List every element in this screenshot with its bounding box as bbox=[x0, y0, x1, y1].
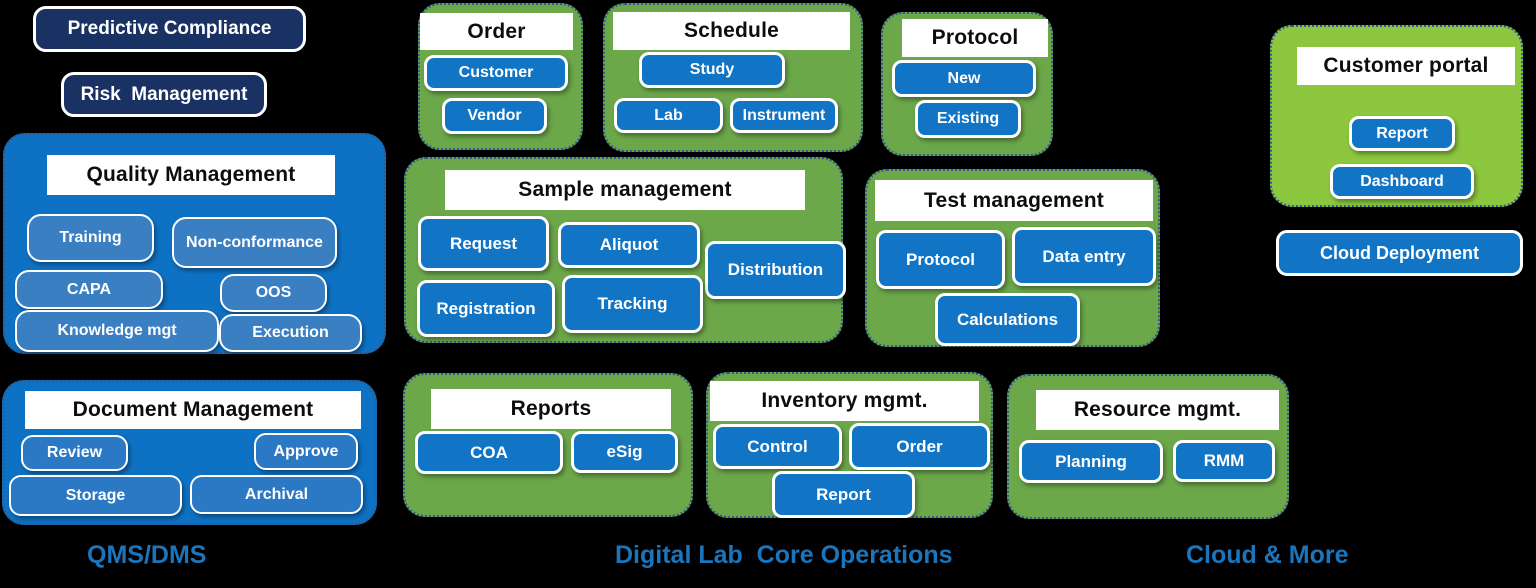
group-test-management: Test management Protocol Data entry Calc… bbox=[865, 169, 1160, 347]
group-customer-portal: Customer portal Report Dashboard bbox=[1270, 25, 1523, 207]
group-title: Test management bbox=[875, 180, 1153, 221]
group-title: Document Management bbox=[25, 391, 361, 429]
group-title: Protocol bbox=[902, 19, 1048, 57]
pill-planning: Planning bbox=[1019, 440, 1163, 483]
group-title: Schedule bbox=[613, 12, 850, 50]
pill-registration: Registration bbox=[417, 280, 555, 337]
pill-order: Order bbox=[849, 423, 990, 470]
pill-coa: COA bbox=[415, 431, 563, 474]
risk-management-pill: Risk Management bbox=[61, 72, 267, 117]
group-sample-management: Sample management Request Aliquot Distri… bbox=[404, 157, 846, 343]
footer-label-qms-dms: QMS/DMS bbox=[87, 541, 207, 569]
pill-customer: Customer bbox=[424, 55, 568, 91]
footer-label-cloud-and-more: Cloud & More bbox=[1186, 541, 1349, 569]
pill-oos: OOS bbox=[220, 274, 327, 312]
pill-tracking: Tracking bbox=[562, 275, 703, 333]
group-schedule: Schedule Study Lab Instrument bbox=[603, 3, 863, 152]
pill-new: New bbox=[892, 60, 1036, 97]
pill-report: Report bbox=[1349, 116, 1455, 151]
group-protocol: Protocol New Existing bbox=[881, 12, 1053, 156]
pill-vendor: Vendor bbox=[442, 98, 547, 134]
group-reports: Reports COA eSig bbox=[403, 373, 693, 517]
group-quality-management: Quality Management Training Non-conforma… bbox=[3, 133, 386, 354]
pill-non-conformance: Non-conformance bbox=[172, 217, 337, 268]
cloud-deployment-pill: Cloud Deployment bbox=[1276, 230, 1523, 276]
group-title: Quality Management bbox=[47, 155, 335, 195]
pill-aliquot: Aliquot bbox=[558, 222, 700, 268]
pill-request: Request bbox=[418, 216, 549, 271]
pill-existing: Existing bbox=[915, 100, 1021, 138]
footer-label-digital-lab-core-operations: Digital Lab Core Operations bbox=[615, 541, 953, 569]
group-inventory-management: Inventory mgmt. Control Order Report bbox=[706, 372, 993, 518]
pill-dashboard: Dashboard bbox=[1330, 164, 1474, 199]
pill-study: Study bbox=[639, 52, 785, 88]
group-resource-management: Resource mgmt. Planning RMM bbox=[1007, 374, 1289, 519]
group-title: Reports bbox=[431, 389, 671, 429]
pill-archival: Archival bbox=[190, 475, 363, 514]
group-order: Order Customer Vendor bbox=[418, 3, 583, 150]
group-title: Inventory mgmt. bbox=[710, 381, 979, 421]
pill-knowledge-mgt: Knowledge mgt bbox=[15, 310, 219, 352]
group-title: Resource mgmt. bbox=[1036, 390, 1279, 430]
pill-control: Control bbox=[713, 424, 842, 469]
pill-instrument: Instrument bbox=[730, 98, 838, 133]
pill-review: Review bbox=[21, 435, 128, 471]
group-title: Customer portal bbox=[1297, 47, 1515, 85]
pill-approve: Approve bbox=[254, 433, 358, 470]
pill-distribution: Distribution bbox=[705, 241, 846, 299]
pill-storage: Storage bbox=[9, 475, 182, 516]
pill-report: Report bbox=[772, 471, 915, 518]
pill-esig: eSig bbox=[571, 431, 678, 473]
pill-training: Training bbox=[27, 214, 154, 262]
pill-execution: Execution bbox=[219, 314, 362, 352]
group-title: Order bbox=[420, 13, 573, 50]
group-document-management: Document Management Review Approve Stora… bbox=[2, 380, 377, 525]
predictive-compliance-pill: Predictive Compliance bbox=[33, 6, 306, 52]
group-title: Sample management bbox=[445, 170, 805, 210]
pill-protocol: Protocol bbox=[876, 230, 1005, 289]
pill-rmm: RMM bbox=[1173, 440, 1275, 482]
pill-data-entry: Data entry bbox=[1012, 227, 1156, 286]
pill-capa: CAPA bbox=[15, 270, 163, 309]
pill-calculations: Calculations bbox=[935, 293, 1080, 346]
pill-lab: Lab bbox=[614, 98, 723, 133]
